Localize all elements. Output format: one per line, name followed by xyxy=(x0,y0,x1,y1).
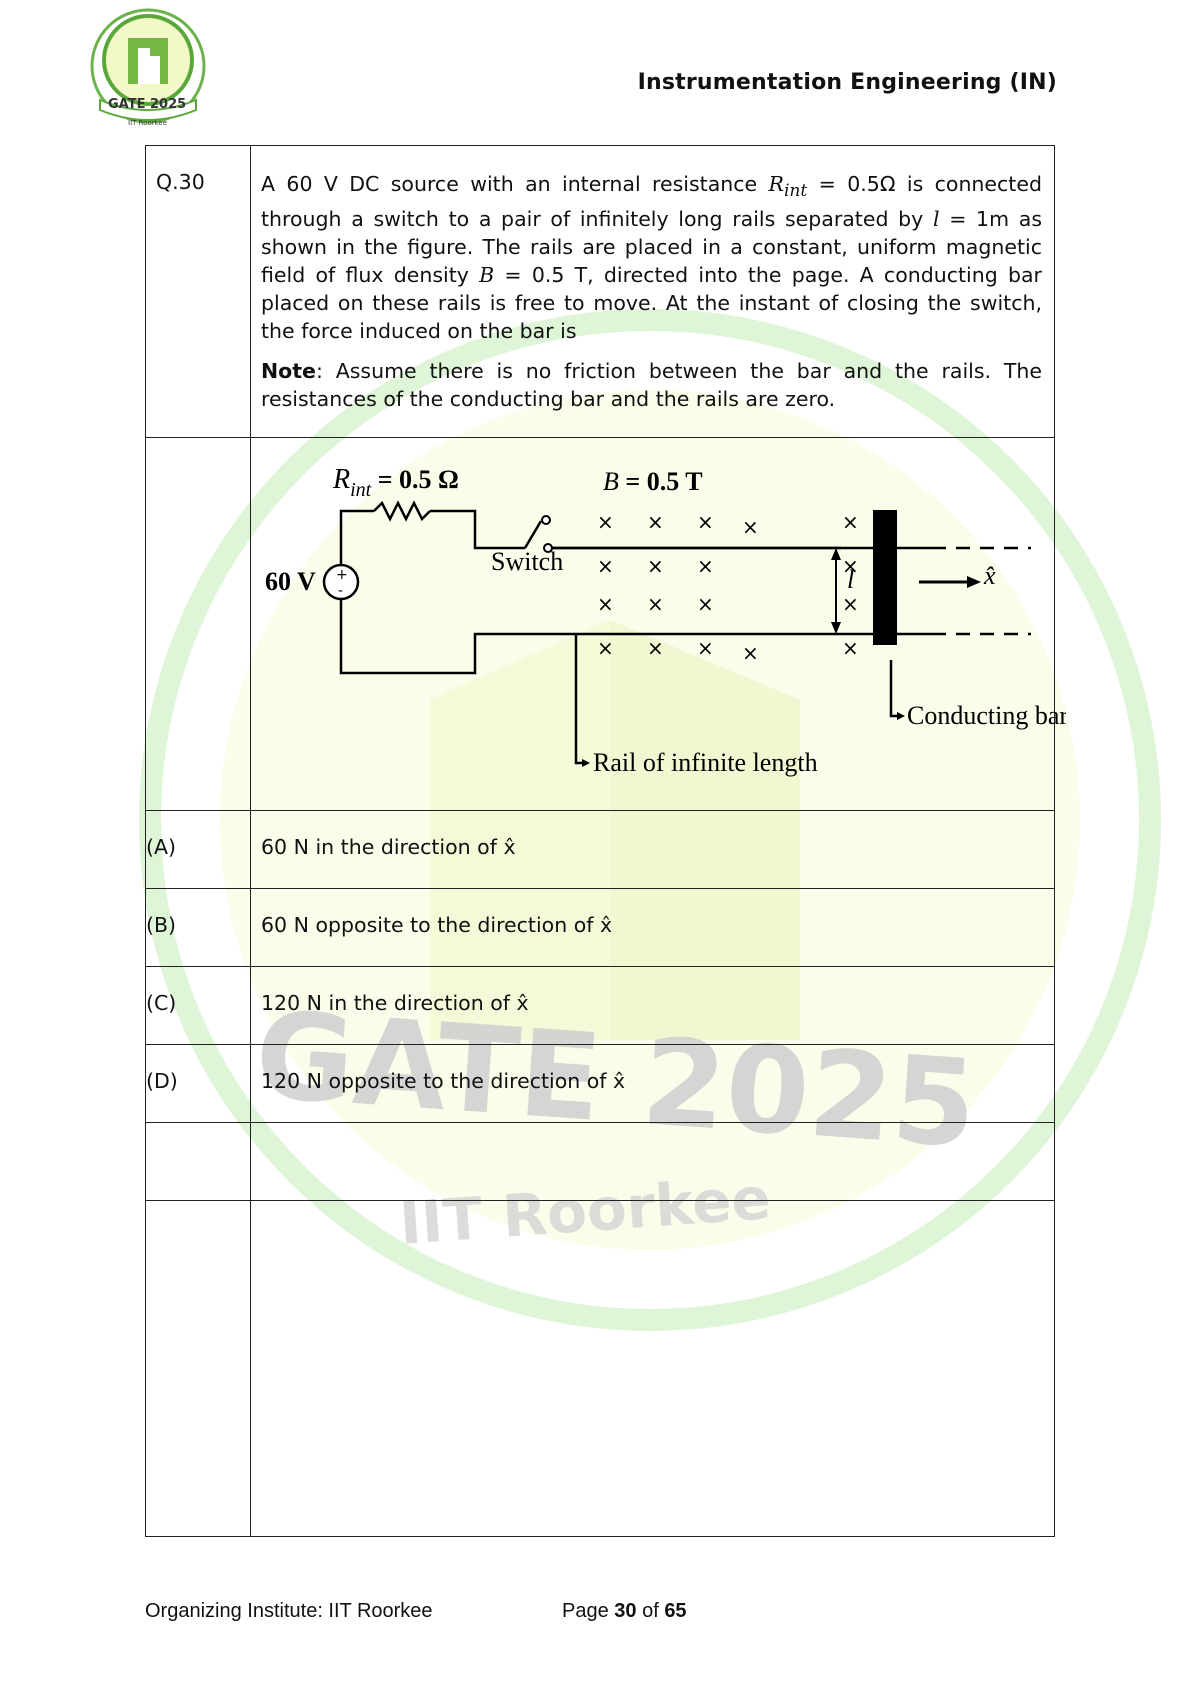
field-cross: × xyxy=(842,636,859,660)
rint-label: Rint = 0.5 Ω xyxy=(332,464,459,501)
l-arrow-head-up xyxy=(831,548,841,561)
logo-gate-text: GATE 2025 xyxy=(108,97,186,112)
page-number: Page 30 of 65 xyxy=(562,1600,687,1622)
rail-pointer-head xyxy=(582,759,590,768)
option-row-b: (B) 60 N opposite to the direction of x̂ xyxy=(145,888,1055,968)
figure-number-cell xyxy=(145,437,251,812)
field-cross: × xyxy=(697,592,714,616)
field-cross: × xyxy=(597,510,614,534)
option-label-cell: (D) xyxy=(145,1044,251,1124)
x-hat-label: x̂ xyxy=(983,561,996,590)
field-cross: × xyxy=(742,641,759,665)
empty-cell xyxy=(145,1200,251,1538)
empty-cell xyxy=(250,1122,1055,1202)
field-cross: × xyxy=(597,592,614,616)
figure-row: + - × × × × xyxy=(145,437,1068,812)
field-crosses: × × × × × × × × × × × × × × × × × xyxy=(597,510,859,665)
question-note: Note: Assume there is no friction betwee… xyxy=(261,357,1042,437)
question-number: Q.30 xyxy=(156,170,205,194)
logo-iit-text: IIT Roorkee xyxy=(128,119,167,127)
option-label: (A) xyxy=(146,835,177,860)
question-number-cell: Q.30 xyxy=(145,144,251,439)
blank-space-row xyxy=(145,1200,1055,1538)
rail-pointer-line xyxy=(574,634,584,765)
figure-cell: + - × × × × xyxy=(250,437,1068,812)
field-cross: × xyxy=(697,510,714,534)
field-cross: × xyxy=(647,592,664,616)
option-label-cell: (B) xyxy=(145,888,251,968)
switch-contact-bottom xyxy=(543,543,553,554)
note-label: Note xyxy=(261,359,316,384)
option-text: 60 N opposite to the direction of x̂ xyxy=(261,913,613,938)
question-text-cell: A 60 V DC source with an internal resist… xyxy=(250,144,1055,439)
empty-cell xyxy=(250,1200,1055,1538)
conducting-bar xyxy=(873,510,897,646)
source-voltage-label: 60 V xyxy=(265,567,316,596)
option-label: (D) xyxy=(146,1069,178,1094)
question-row: Q.30 A 60 V DC source with an internal r… xyxy=(145,144,1055,439)
field-cross: × xyxy=(742,515,759,539)
resistor-to-switch-wire xyxy=(430,509,525,550)
empty-row xyxy=(145,1122,1055,1202)
option-text: 120 N in the direction of x̂ xyxy=(261,991,529,1016)
resistor xyxy=(373,500,431,522)
switch-blade xyxy=(523,520,543,549)
option-text: 60 N in the direction of x̂ xyxy=(261,835,516,860)
field-cross: × xyxy=(842,592,859,616)
top-left-wire xyxy=(339,509,374,572)
source-minus: - xyxy=(338,583,343,599)
switch-contact-top xyxy=(541,515,551,526)
l-label: l xyxy=(847,565,854,594)
x-hat-arrow-head xyxy=(967,576,981,589)
note-text: : Assume there is no friction between th… xyxy=(261,359,1042,412)
field-cross: × xyxy=(842,510,859,534)
field-cross: × xyxy=(647,636,664,660)
source-plus: + xyxy=(336,567,348,583)
organizing-institute: Organizing Institute: IIT Roorkee xyxy=(145,1600,433,1622)
empty-cell xyxy=(145,1122,251,1202)
switch-label: Switch xyxy=(491,547,563,576)
paper-title: Instrumentation Engineering (IN) xyxy=(637,70,1057,95)
circuit-figure: + - × × × × xyxy=(265,464,1068,777)
option-row-a: (A) 60 N in the direction of x̂ xyxy=(145,810,1055,890)
question-statement: A 60 V DC source with an internal resist… xyxy=(261,172,1042,344)
option-text-cell: 120 N in the direction of x̂ xyxy=(250,966,1055,1046)
field-cross: × xyxy=(597,554,614,578)
question-table: Q.30 A 60 V DC source with an internal r… xyxy=(145,144,1068,1538)
field-cross: × xyxy=(697,636,714,660)
option-label: (C) xyxy=(146,991,177,1016)
option-label-cell: (C) xyxy=(145,966,251,1046)
source-symbol xyxy=(322,563,360,601)
bottom-wire xyxy=(339,593,873,675)
option-label-cell: (A) xyxy=(145,810,251,890)
rail-label: Rail of infinite length xyxy=(593,748,818,777)
bar-pointer-line xyxy=(889,660,899,718)
option-text-cell: 60 N in the direction of x̂ xyxy=(250,810,1055,890)
option-label: (B) xyxy=(146,913,177,938)
conducting-bar-label: Conducting bar xyxy=(907,701,1066,730)
option-row-c: (C) 120 N in the direction of x̂ xyxy=(145,966,1055,1046)
bar-pointer-head xyxy=(897,712,905,721)
field-cross: × xyxy=(842,554,859,578)
gate-logo: GATE 2025 IIT Roorkee xyxy=(90,8,206,127)
b-field-label: B = 0.5 T xyxy=(603,467,703,496)
option-text-cell: 60 N opposite to the direction of x̂ xyxy=(250,888,1055,968)
option-row-d: (D) 120 N opposite to the direction of x… xyxy=(145,1044,1055,1124)
field-cross: × xyxy=(597,636,614,660)
option-text-cell: 120 N opposite to the direction of x̂ xyxy=(250,1044,1055,1124)
field-cross: × xyxy=(647,554,664,578)
l-arrow-head-down xyxy=(831,622,841,635)
field-cross: × xyxy=(697,554,714,578)
field-cross: × xyxy=(647,510,664,534)
option-text: 120 N opposite to the direction of x̂ xyxy=(261,1069,626,1094)
question-text: A 60 V DC source with an internal resist… xyxy=(251,146,1054,437)
